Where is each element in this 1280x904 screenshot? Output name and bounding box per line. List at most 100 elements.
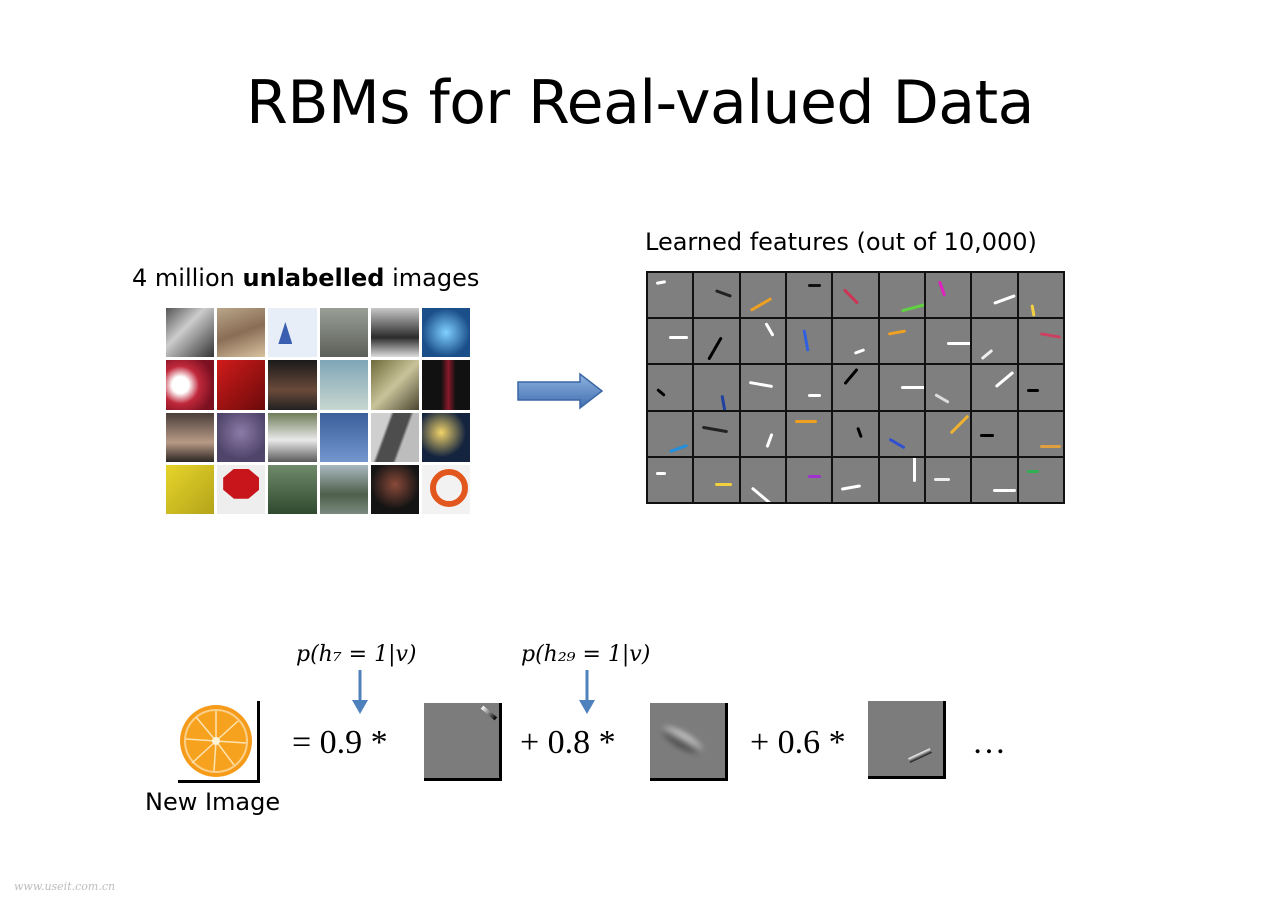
left-caption-bold: unlabelled bbox=[242, 264, 385, 292]
prob-h7-label: p(h₇ = 1|v) bbox=[296, 642, 417, 667]
photo-thumb bbox=[166, 308, 215, 358]
feature-stroke bbox=[993, 294, 1017, 305]
feature-stroke bbox=[1030, 304, 1036, 317]
photo-thumb bbox=[370, 464, 419, 514]
feature-cell bbox=[1018, 457, 1063, 502]
feature-cell bbox=[879, 457, 924, 502]
feature-stroke bbox=[715, 482, 733, 486]
feature-cell bbox=[740, 365, 785, 410]
feature-cell bbox=[1018, 273, 1063, 318]
feature-cell bbox=[972, 273, 1017, 318]
feature-stroke bbox=[656, 471, 666, 475]
feature-cell bbox=[833, 365, 878, 410]
photo-thumb bbox=[370, 308, 419, 358]
feature-stroke bbox=[888, 437, 906, 449]
photo-thumb bbox=[268, 412, 317, 462]
photo-thumb bbox=[319, 360, 368, 410]
left-caption-post: images bbox=[384, 264, 480, 292]
feature-stroke bbox=[856, 426, 864, 438]
feature-cell bbox=[694, 457, 739, 502]
feature-stroke bbox=[669, 336, 688, 340]
feature-cell bbox=[694, 319, 739, 364]
feature-cell bbox=[972, 365, 1017, 410]
feature-stroke bbox=[765, 432, 774, 448]
feature-stroke bbox=[720, 395, 727, 410]
down-arrow-icon bbox=[352, 670, 368, 714]
feature-stroke bbox=[750, 486, 771, 502]
photo-thumb bbox=[421, 464, 470, 514]
feature-cell bbox=[925, 365, 971, 410]
watermark: www.useit.com.cn bbox=[14, 880, 116, 893]
feature-stroke bbox=[655, 280, 667, 285]
feature-stroke bbox=[802, 329, 810, 352]
feature-cell bbox=[925, 319, 971, 364]
feature-stroke bbox=[946, 342, 971, 346]
feature-stroke bbox=[900, 386, 924, 390]
right-caption: Learned features (out of 10,000) bbox=[645, 228, 1037, 256]
feature-cell bbox=[1018, 411, 1063, 456]
feature-cell bbox=[879, 319, 924, 364]
feature-cell bbox=[925, 457, 971, 502]
feature-stroke bbox=[933, 477, 950, 481]
photo-thumb bbox=[370, 360, 419, 410]
feature-cell bbox=[740, 457, 785, 502]
feature-stroke bbox=[749, 297, 772, 312]
feature-stroke bbox=[702, 425, 729, 433]
feature-stroke bbox=[707, 336, 724, 361]
new-image-label: New Image bbox=[145, 788, 281, 816]
equation-ellipsis: … bbox=[972, 724, 1006, 761]
photo-thumb bbox=[217, 360, 266, 410]
photo-thumb bbox=[268, 308, 317, 358]
equation-term-3: + 0.6 * bbox=[750, 724, 846, 761]
photo-thumb bbox=[421, 412, 470, 462]
feature-stroke bbox=[995, 371, 1015, 389]
feature-cell bbox=[833, 273, 878, 318]
right-arrow-icon bbox=[517, 372, 604, 410]
feature-cell bbox=[694, 365, 739, 410]
feature-cell bbox=[740, 273, 785, 318]
feature-cell bbox=[925, 411, 971, 456]
photo-thumb bbox=[217, 412, 266, 462]
feature-cell bbox=[786, 273, 832, 318]
feature-cell bbox=[648, 319, 693, 364]
feature-stroke bbox=[807, 284, 821, 287]
feature-cell bbox=[879, 273, 924, 318]
feature-stroke bbox=[900, 302, 924, 313]
feature-cell bbox=[740, 411, 785, 456]
equation-term-1: = 0.9 * bbox=[292, 724, 388, 761]
photo-thumb bbox=[217, 464, 266, 514]
feature-cell bbox=[972, 319, 1017, 364]
feature-cell bbox=[786, 411, 832, 456]
photo-thumb bbox=[268, 360, 317, 410]
feature-stroke bbox=[843, 368, 859, 386]
orange-slice-icon bbox=[180, 705, 252, 777]
feature-stroke bbox=[669, 443, 688, 453]
left-caption: 4 million unlabelled images bbox=[132, 264, 479, 292]
slide-title: RBMs for Real-valued Data bbox=[246, 68, 1034, 138]
feature-stroke bbox=[912, 457, 916, 482]
feature-cell bbox=[1018, 319, 1063, 364]
feature-stroke bbox=[656, 388, 666, 398]
feature-cell bbox=[786, 319, 832, 364]
feature-cell bbox=[879, 411, 924, 456]
feature-cell bbox=[833, 411, 878, 456]
down-arrow-icon bbox=[579, 670, 595, 714]
feature-cell bbox=[972, 457, 1017, 502]
feature-cell bbox=[648, 273, 693, 318]
photo-thumb bbox=[319, 308, 368, 358]
feature-cell bbox=[972, 411, 1017, 456]
photo-thumb bbox=[166, 464, 215, 514]
feature-stroke bbox=[807, 394, 821, 398]
feature-stroke bbox=[1026, 469, 1039, 473]
feature-patch-3 bbox=[868, 701, 946, 779]
equation-term-2: + 0.8 * bbox=[520, 724, 616, 761]
photo-thumb bbox=[166, 412, 215, 462]
feature-cell bbox=[833, 319, 878, 364]
new-image-orange bbox=[178, 701, 260, 783]
feature-stroke bbox=[993, 488, 1017, 492]
photo-thumb bbox=[370, 412, 419, 462]
feature-cell bbox=[648, 365, 693, 410]
photo-thumb bbox=[421, 360, 470, 410]
feature-cell bbox=[694, 273, 739, 318]
learned-features-grid bbox=[646, 271, 1065, 504]
